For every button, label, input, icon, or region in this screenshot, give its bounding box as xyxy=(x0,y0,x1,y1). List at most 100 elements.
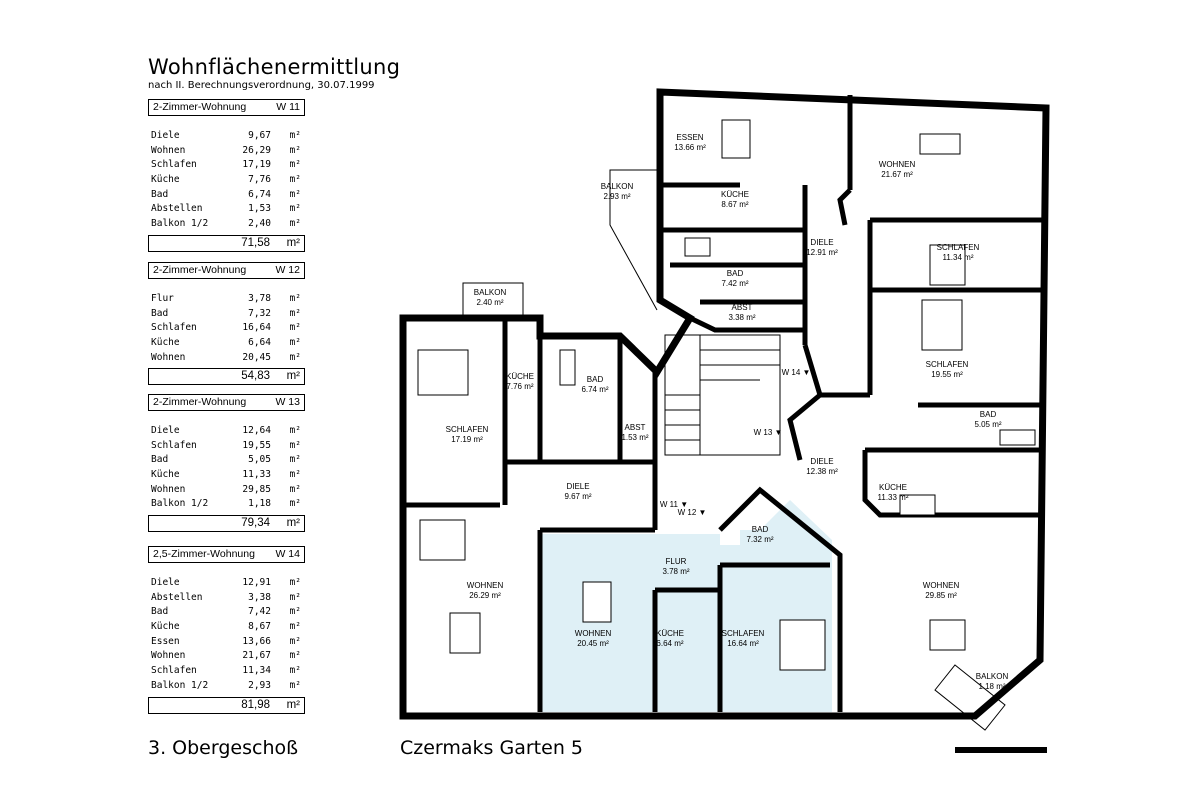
room-label-area: 26.29 m² xyxy=(469,591,501,600)
apartment-table: 2-Zimmer-Wohnung W 12 Flur 3,78 m² Bad 7… xyxy=(148,262,305,386)
room-label-area: 20.45 m² xyxy=(577,639,609,648)
unit: m² xyxy=(289,591,301,603)
area-row: Bad 5,05 m² xyxy=(148,453,305,468)
room-label-area: 1.18 m² xyxy=(978,682,1006,691)
room-name: Essen xyxy=(151,635,180,647)
room-label-area: 7.32 m² xyxy=(746,535,774,544)
apartment-type: 2-Zimmer-Wohnung xyxy=(153,396,247,408)
room-label: DIELE 12.91 m² xyxy=(806,238,838,258)
room-label: SCHLAFEN 11.34 m² xyxy=(937,243,980,263)
room-label-name: DIELE xyxy=(810,238,834,247)
room-label-name: FLUR xyxy=(665,557,687,566)
room-label-name: WOHNEN xyxy=(466,581,504,590)
apartment-id: W 13 xyxy=(275,396,300,408)
area-row: Küche 8,67 m² xyxy=(148,620,305,635)
room-area: 9,67 xyxy=(248,130,271,141)
room-name: Diele xyxy=(151,577,180,588)
area-row: Küche 6,64 m² xyxy=(148,336,305,351)
area-row: Schlafen 19,55 m² xyxy=(148,439,305,454)
room-label-area: 6.64 m² xyxy=(656,639,684,648)
room-label-name: ESSEN xyxy=(676,133,704,142)
room-area: 29,85 xyxy=(242,483,271,495)
unit: m² xyxy=(289,351,301,363)
total-area: 71,58 m² xyxy=(148,234,305,252)
room-label-area: 5.05 m² xyxy=(974,420,1002,429)
room-area: 3,38 xyxy=(248,591,271,603)
stairs xyxy=(664,334,781,456)
entrance-marker: W 11 ▼ xyxy=(659,500,689,509)
unit: m² xyxy=(286,370,300,383)
room-area: 21,67 xyxy=(242,650,271,662)
room-name: Bad xyxy=(151,454,169,466)
room-label-name: SCHLAFEN xyxy=(445,425,489,434)
highlight-w12 xyxy=(542,500,832,712)
room-label-area: 13.66 m² xyxy=(674,143,706,152)
room-label-area: 2.93 m² xyxy=(603,192,631,201)
apartment-table: 2,5-Zimmer-Wohnung W 14 Diele 12,91 m² A… xyxy=(148,546,305,714)
area-row: Schlafen 11,34 m² xyxy=(148,664,305,679)
page-title: Wohnflächenermittlung xyxy=(148,55,401,79)
room-label-area: 12.38 m² xyxy=(806,467,838,476)
unit: m² xyxy=(289,159,301,171)
room-label-name: DIELE xyxy=(810,457,834,466)
unit: m² xyxy=(289,454,301,466)
apartment-id: W 14 xyxy=(275,548,300,560)
area-row: Diele 12,64 m² xyxy=(148,424,305,439)
room-area: 2,40 xyxy=(248,218,271,230)
room-area: 1,53 xyxy=(248,203,271,215)
room-label-area: 9.67 m² xyxy=(564,492,592,501)
room-label-area: 16.64 m² xyxy=(727,639,759,648)
room-label-name: SCHLAFEN xyxy=(936,243,980,252)
room-label: ABST 1.53 m² xyxy=(621,423,648,443)
room-label-area: 8.67 m² xyxy=(721,200,749,209)
room-area: 11,34 xyxy=(242,665,271,677)
area-row: Flur 3,78 m² xyxy=(148,292,305,307)
room-label: ABST 3.38 m² xyxy=(728,303,755,323)
room-label-area: 2.40 m² xyxy=(476,298,504,307)
room-label-name: WOHNEN xyxy=(922,581,960,590)
unit: m² xyxy=(289,469,301,481)
room-name: Wohnen xyxy=(151,351,186,363)
room-name: Küche xyxy=(151,337,180,349)
room-label-area: 11.33 m² xyxy=(877,493,909,502)
room-label-name: BAD xyxy=(979,410,997,419)
room-label-name: BALKON xyxy=(600,182,634,191)
room-label-area: 21.67 m² xyxy=(881,170,913,179)
room-label: SCHLAFEN 19.55 m² xyxy=(926,360,969,380)
room-name: Wohnen xyxy=(151,650,186,662)
room-area: 11,33 xyxy=(242,469,271,481)
room-area: 7,42 xyxy=(248,606,271,618)
room-label-area: 7.42 m² xyxy=(721,279,749,288)
room-area: 5,05 xyxy=(248,454,271,466)
area-row: Wohnen 20,45 m² xyxy=(148,351,305,366)
room-label: BALKON 1.18 m² xyxy=(976,672,1008,692)
room-label: BALKON 2.40 m² xyxy=(474,288,506,308)
room-label: WOHNEN 26.29 m² xyxy=(467,581,503,601)
room-label-name: DIELE xyxy=(566,482,590,491)
unit: m² xyxy=(289,665,301,677)
room-name: Balkon 1/2 xyxy=(151,218,209,230)
unit: m² xyxy=(289,577,301,588)
room-label-area: 6.74 m² xyxy=(581,385,609,394)
room-name: Abstellen xyxy=(151,203,203,215)
room-name: Schlafen xyxy=(151,665,197,677)
room-label: BALKON 2.93 m² xyxy=(601,182,633,202)
entrance-marker: W 13 ▼ xyxy=(753,428,783,437)
entrance-marker: W 14 ▼ xyxy=(781,368,811,377)
total-value: 54,83 xyxy=(241,370,270,383)
room-label-area: 7.76 m² xyxy=(506,382,534,391)
room-area: 2,93 xyxy=(248,679,271,691)
room-label-area: 17.19 m² xyxy=(451,435,483,444)
balconies xyxy=(462,169,1006,731)
room-label-area: 3.38 m² xyxy=(728,313,756,322)
room-name: Abstellen xyxy=(151,591,203,603)
room-label-name: ABST xyxy=(624,423,646,432)
entrance-marker: W 12 ▼ xyxy=(677,508,707,517)
room-label-area: 29.85 m² xyxy=(925,591,957,600)
total-value: 81,98 xyxy=(241,698,270,711)
room-name: Diele xyxy=(151,130,180,141)
room-label: WOHNEN 21.67 m² xyxy=(879,160,915,180)
total-value: 71,58 xyxy=(241,236,270,249)
room-label: KÜCHE 7.76 m² xyxy=(506,372,534,392)
room-label-name: SCHLAFEN xyxy=(925,360,969,369)
